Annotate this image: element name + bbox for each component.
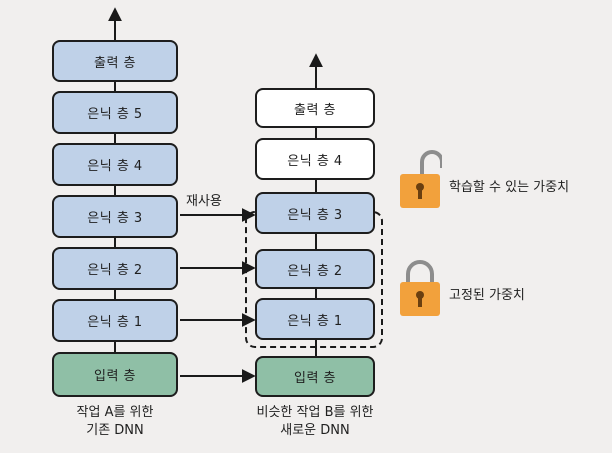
left-hidden-layer-2-label: 은닉 층 2	[87, 263, 143, 278]
left-hidden-layer-4-label: 은닉 층 4	[87, 159, 143, 174]
frozen-weights-label: 고정된 가중치	[449, 288, 525, 303]
right-caption-line1: 비슷한 작업 B를 위한	[256, 405, 374, 420]
right-input-layer-label: 입력 층	[293, 371, 336, 386]
right-hidden-layer-1-label: 은닉 층 1	[287, 313, 343, 329]
left-caption-line1: 작업 A를 위한	[76, 405, 154, 420]
right-hidden-layer-3: 은닉 층 3	[255, 192, 375, 234]
right-hidden-layer-2: 은닉 층 2	[255, 249, 375, 289]
left-hidden-layer-2: 은닉 층 2	[52, 247, 178, 290]
right-caption-line2: 새로운 DNN	[280, 423, 350, 438]
right-hidden-layer-4: 은닉 층 4	[255, 138, 375, 180]
right-output-layer-label: 출력 층	[293, 102, 336, 118]
left-input-layer-label: 입력 층	[93, 369, 136, 384]
left-output-layer: 출력 층	[52, 40, 178, 82]
trainable-weights-label: 학습할 수 있는 가중치	[449, 180, 570, 195]
left-caption-line2: 기존 DNN	[86, 423, 144, 438]
left-output-layer-label: 출력 층	[93, 55, 136, 71]
unlocked-padlock-icon	[400, 150, 442, 208]
left-hidden-layer-4: 은닉 층 4	[52, 143, 178, 186]
frozen-group-outline	[245, 211, 383, 348]
right-output-layer: 출력 층	[255, 88, 375, 128]
left-hidden-layer-3-label: 은닉 층 3	[87, 211, 143, 226]
reuse-label: 재사용	[186, 194, 222, 209]
left-hidden-layer-1: 은닉 층 1	[52, 299, 178, 342]
right-network-caption: 비슷한 작업 B를 위한 새로운 DNN	[230, 404, 400, 440]
left-hidden-layer-5-label: 은닉 층 5	[87, 107, 143, 122]
right-hidden-layer-2-label: 은닉 층 2	[287, 263, 343, 279]
right-hidden-layer-1: 은닉 층 1	[255, 298, 375, 340]
left-hidden-layer-3: 은닉 층 3	[52, 195, 178, 238]
left-hidden-layer-5: 은닉 층 5	[52, 91, 178, 134]
left-hidden-layer-1-label: 은닉 층 1	[87, 315, 143, 330]
right-input-layer: 입력 층	[255, 356, 375, 397]
right-hidden-layer-4-label: 은닉 층 4	[287, 153, 343, 169]
locked-padlock-icon	[400, 260, 440, 316]
right-hidden-layer-3-label: 은닉 층 3	[287, 207, 343, 223]
left-input-layer: 입력 층	[52, 352, 178, 397]
left-network-caption: 작업 A를 위한 기존 DNN	[40, 404, 190, 440]
